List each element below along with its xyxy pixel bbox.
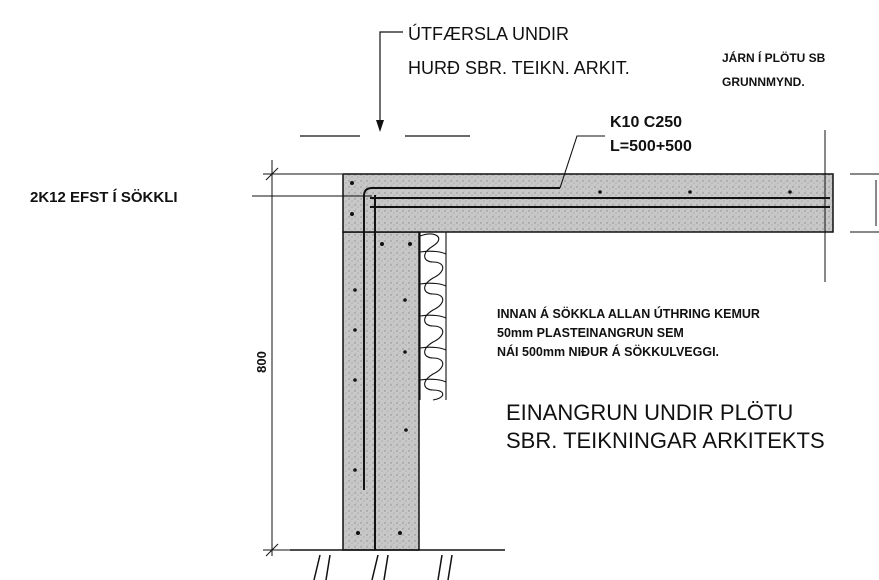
- slab-rebar-note-line1: JÁRN Í PLÖTU SB: [722, 50, 826, 65]
- door-note-line1: ÚTFÆRSLA UNDIR: [408, 23, 569, 44]
- foundation-wall: [342, 231, 420, 551]
- slab-rebar-note-line2: GRUNNMYND.: [722, 75, 805, 89]
- underslab-note-line1: EINANGRUN UNDIR PLÖTU: [506, 400, 793, 425]
- rebar-label-line1: K10 C250: [610, 114, 682, 131]
- floor-slab: [342, 173, 834, 233]
- height-dimension: [263, 160, 342, 557]
- door-note-leader: [300, 31, 470, 137]
- door-note-arrow: [376, 120, 384, 132]
- insulation-note-line1: INNAN Á SÖKKLA ALLAN ÚTHRING KEMUR: [497, 306, 760, 321]
- rebar-label-line2: L=500+500: [610, 138, 692, 155]
- ground-and-footing: [290, 549, 505, 580]
- wall-insulation-50mm: [419, 232, 447, 401]
- insulation-note-line3: NÁI 500mm NIÐUR Á SÖKKULVEGGI.: [497, 344, 719, 359]
- rebar-dots: [350, 181, 792, 535]
- top-bars-label: 2K12 EFST Í SÖKKLI: [30, 189, 178, 206]
- insulation-note-line2: 50mm PLASTEINANGRUN SEM: [497, 326, 684, 340]
- rebar-label-leader: [559, 135, 605, 189]
- door-note-line2: HURÐ SBR. TEIKN. ARKIT.: [408, 58, 630, 78]
- slab-thickness-bracket: [850, 173, 879, 233]
- underslab-note-line2: SBR. TEIKNINGAR ARKITEKTS: [506, 428, 825, 453]
- dimension-800-label: 800: [254, 351, 269, 373]
